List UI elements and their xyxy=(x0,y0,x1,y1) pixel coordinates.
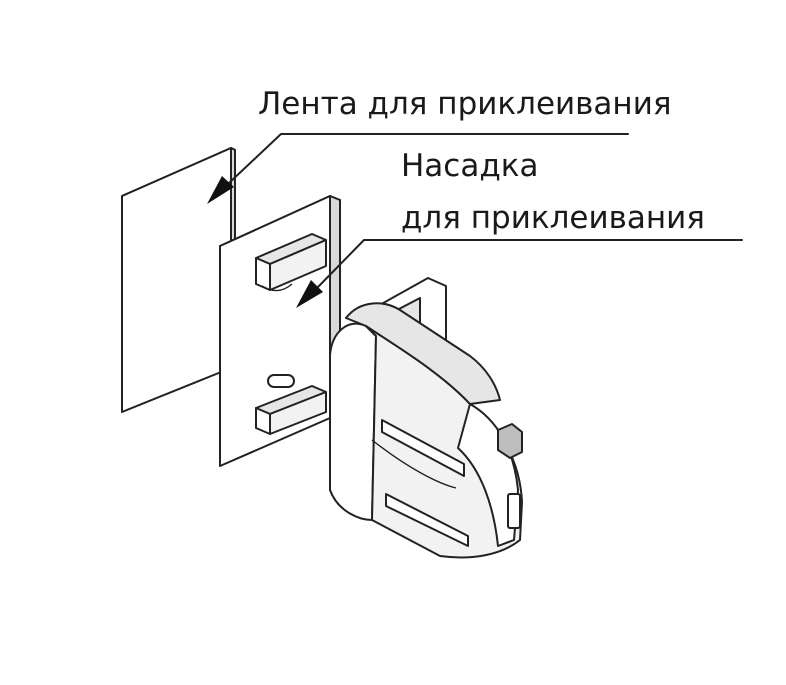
adapter-leader xyxy=(296,239,743,308)
adapter-label-line1: Насадка xyxy=(401,148,539,184)
blind-mechanism xyxy=(329,277,523,559)
tape-leader xyxy=(207,133,629,204)
tape-label: Лента для приклеивания xyxy=(258,86,672,122)
adhesive-adapter xyxy=(219,195,341,467)
adapter-label-line2: для приклеивания xyxy=(401,200,705,236)
